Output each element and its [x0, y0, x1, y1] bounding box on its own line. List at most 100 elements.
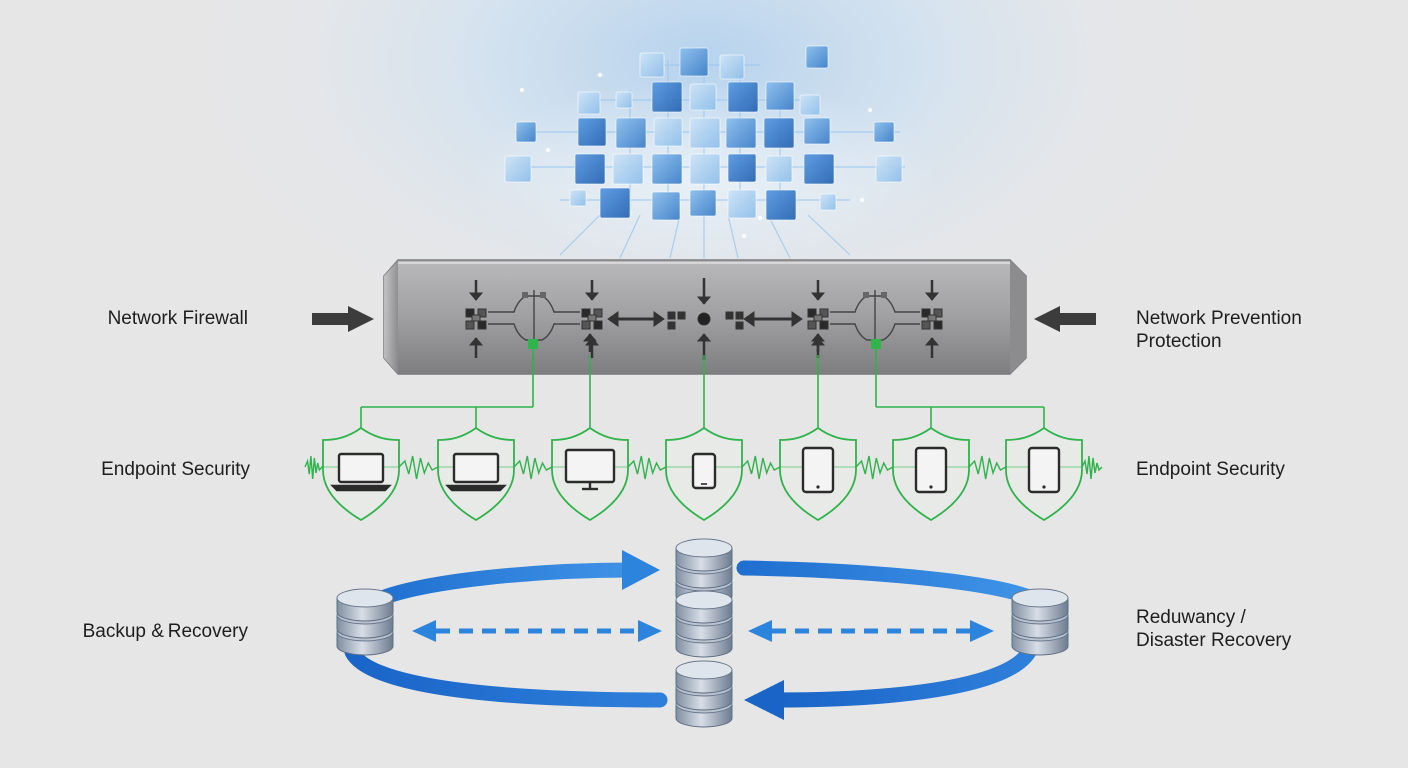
database-center-middle-icon	[675, 590, 733, 658]
cloud-sparkle	[859, 197, 865, 203]
endpoint-connection-lines	[360, 346, 1045, 428]
tablet-icon	[801, 446, 835, 494]
endpoint-shield	[551, 426, 629, 522]
cloud-cube	[651, 153, 683, 185]
cloud-cube	[765, 189, 797, 221]
cloud-cube	[639, 52, 665, 78]
cloud-cube	[689, 117, 721, 149]
circuit-arrow-up	[924, 337, 940, 358]
cloud-cube	[727, 189, 757, 219]
cloud-cube	[727, 81, 759, 113]
cloud-cube	[615, 117, 647, 149]
cloud-sparkle	[867, 107, 873, 113]
cloud-cube	[504, 155, 532, 183]
green-port-left	[528, 339, 538, 349]
circuit-arrow-down	[468, 280, 484, 301]
cloud-network-cluster	[464, 45, 944, 270]
cloud-cube	[689, 153, 721, 185]
cloud-cube	[577, 91, 601, 115]
cloud-sparkle	[545, 147, 551, 153]
database-left-icon	[336, 588, 394, 656]
cloud-sparkle	[741, 233, 747, 239]
cloud-sparkle	[597, 72, 603, 78]
cloud-cube	[679, 47, 709, 77]
phone-icon	[691, 452, 717, 490]
label-backup-recovery: Backup & Recovery	[82, 621, 248, 642]
sync-arrow-right	[748, 620, 994, 642]
sync-arrow-left	[412, 620, 662, 642]
circuit-node	[465, 308, 487, 330]
cloud-cube	[689, 189, 717, 217]
circuit-arrow-up	[810, 333, 826, 352]
cloud-cube	[599, 187, 631, 219]
circuit-node	[581, 308, 603, 330]
flow-arc-bottom-right	[768, 642, 1038, 708]
circuit-center-hub	[607, 311, 803, 330]
cloud-cube	[873, 121, 895, 143]
circuit-node	[921, 308, 943, 330]
cloud-cube	[725, 117, 757, 149]
label-network-prevention: Network Prevention Protection	[1136, 307, 1302, 353]
circuit-arrow-down-center	[696, 278, 712, 305]
cloud-sparkle	[757, 215, 763, 221]
cloud-cube	[569, 189, 587, 207]
endpoint-shield	[1005, 426, 1083, 522]
cloud-cube	[875, 155, 903, 183]
endpoint-shield	[437, 426, 515, 522]
cloud-cube	[615, 91, 633, 109]
tablet-icon	[914, 446, 948, 494]
label-redundancy-line2: Disaster Recovery	[1136, 630, 1292, 651]
cloud-cube	[803, 117, 831, 145]
cloud-cube	[805, 45, 829, 69]
laptop-icon	[330, 452, 392, 492]
label-network-prevention-line1: Network Prevention	[1136, 308, 1302, 329]
cloud-cube	[803, 153, 835, 185]
cloud-cube	[574, 153, 606, 185]
cloud-cube	[651, 191, 681, 221]
endpoint-shield	[665, 426, 743, 522]
circuit-arrow-down	[584, 280, 600, 301]
firewall-inbound-arrow-right	[1034, 306, 1096, 332]
cloud-cube	[653, 117, 683, 147]
cloud-cube	[689, 83, 717, 111]
backup-flow	[344, 550, 1038, 720]
database-center-bottom-icon	[675, 660, 733, 728]
cloud-cube	[727, 153, 757, 183]
green-port-right	[871, 339, 881, 349]
monitor-icon	[564, 448, 616, 491]
circuit-arrow-down	[924, 280, 940, 301]
cloud-cube	[799, 94, 821, 116]
endpoint-shield	[779, 426, 857, 522]
label-network-firewall: Network Firewall	[107, 308, 248, 329]
cloud-cube	[515, 121, 537, 143]
firewall-inbound-arrow-left	[312, 306, 374, 332]
circuit-node	[807, 308, 829, 330]
tablet-icon	[1027, 446, 1061, 494]
cloud-cube	[765, 155, 793, 183]
firewall-appliance	[383, 259, 1027, 375]
cloud-sparkle	[519, 87, 525, 93]
cloud-cube	[651, 81, 683, 113]
cloud-cube	[819, 193, 837, 211]
laptop-icon	[445, 452, 507, 492]
flow-arc-top-left	[364, 562, 640, 610]
label-network-prevention-line2: Protection	[1136, 331, 1222, 352]
cloud-cube	[763, 117, 795, 149]
label-redundancy-line1: Reduwancy /	[1136, 607, 1246, 628]
circuit-arrow-up	[582, 333, 598, 352]
circuit-arrow-down	[810, 280, 826, 301]
endpoint-shield	[892, 426, 970, 522]
endpoint-shield	[322, 426, 400, 522]
flow-arc-top-right	[736, 560, 1034, 604]
flow-arc-bottom-left	[344, 644, 668, 708]
label-redundancy-disaster-recovery: Reduwancy / Disaster Recovery	[1136, 606, 1291, 652]
circuit-arrow-up	[468, 337, 484, 358]
cloud-cube	[612, 153, 644, 185]
flow-arrowhead-bottom	[744, 680, 784, 720]
cloud-cube	[719, 54, 745, 80]
cloud-cube	[577, 117, 607, 147]
flow-arrowhead-top	[622, 550, 660, 590]
database-right-icon	[1011, 588, 1069, 656]
cloud-cube	[765, 81, 795, 111]
